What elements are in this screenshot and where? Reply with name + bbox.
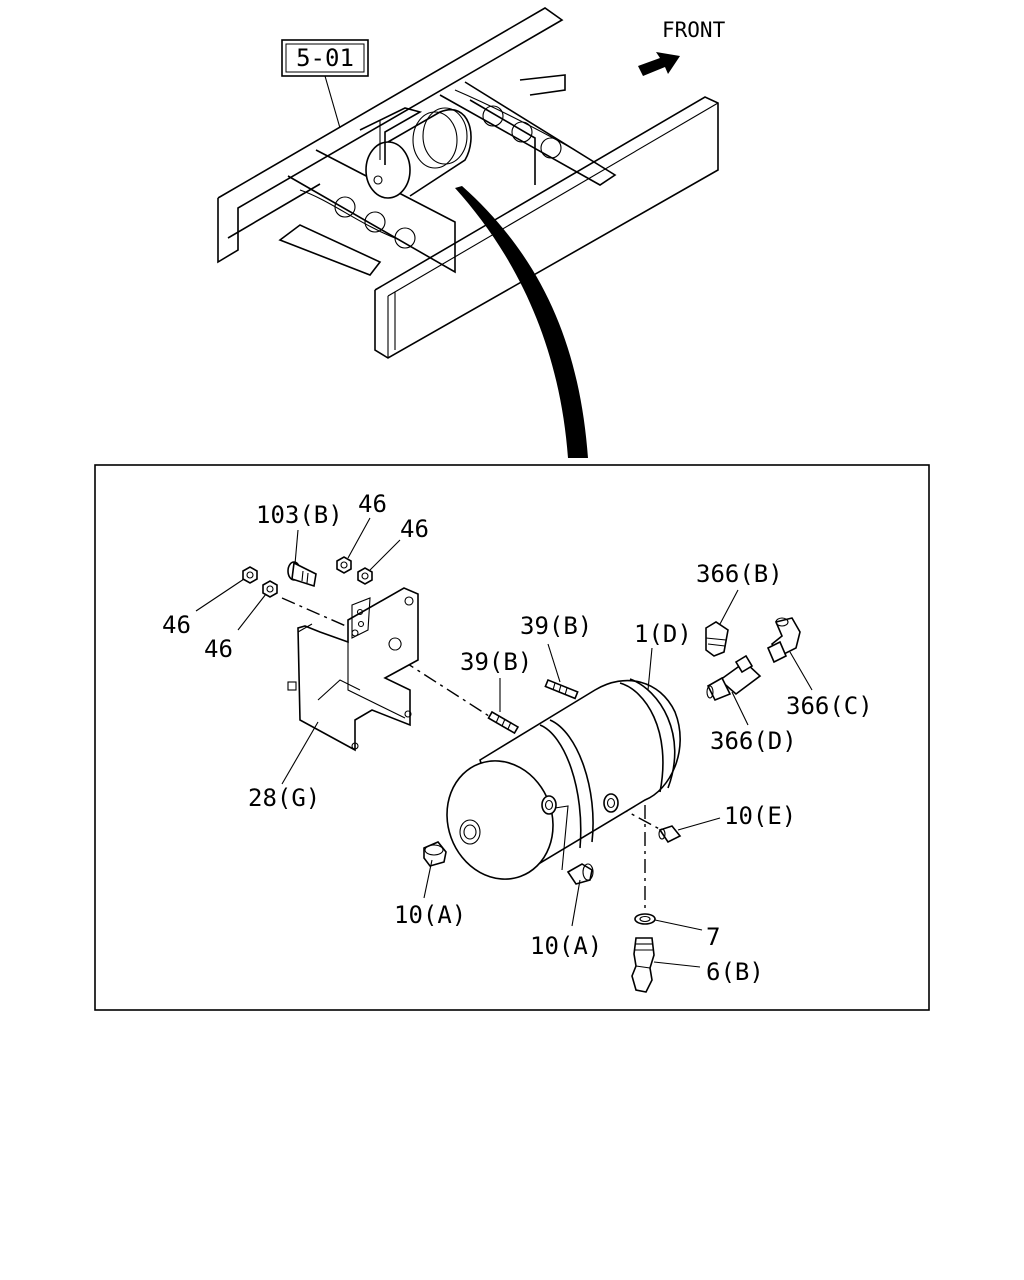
label-366b: 366(B) <box>696 560 783 588</box>
drain-cock-6b <box>631 937 655 993</box>
label-366c: 366(C) <box>786 692 873 720</box>
front-label: FRONT <box>662 18 726 42</box>
fitting-366c <box>766 617 801 664</box>
front-direction: FRONT <box>638 18 726 76</box>
label-7: 7 <box>706 923 720 951</box>
plug-10e <box>658 825 682 844</box>
fitting-366b <box>705 621 729 657</box>
nut-46 <box>242 566 258 584</box>
nut-46 <box>336 556 352 574</box>
label-10a: 10(A) <box>530 932 602 960</box>
label-39b: 39(B) <box>520 612 592 640</box>
bolt-103b <box>287 561 317 588</box>
reference-box-label: 5-01 <box>296 44 354 72</box>
label-46: 46 <box>204 635 233 663</box>
reference-box: 5-01 <box>281 39 369 129</box>
nut-46 <box>357 567 373 585</box>
air-tank-1d <box>446 678 681 880</box>
plug-10a <box>566 863 594 885</box>
label-10e: 10(E) <box>724 802 796 830</box>
air-tank-thumbnail <box>359 107 472 199</box>
label-1d: 1(D) <box>634 620 692 648</box>
washer-7 <box>634 913 656 925</box>
label-39b: 39(B) <box>460 648 532 676</box>
vehicle-frame-overview <box>217 7 719 458</box>
leader-lines <box>195 517 813 968</box>
label-366d: 366(D) <box>710 727 797 755</box>
nut-46 <box>262 580 278 598</box>
label-10a: 10(A) <box>394 901 466 929</box>
label-46: 46 <box>358 490 387 518</box>
label-103b: 103(B) <box>256 501 343 529</box>
stud-39b <box>544 678 579 700</box>
detail-frame <box>94 464 930 1011</box>
bracket-28g <box>287 587 419 752</box>
detail-pointer <box>455 186 588 458</box>
label-28g: 28(G) <box>248 784 320 812</box>
label-6b: 6(B) <box>706 958 764 986</box>
part-labels: 103(B) 46 46 46 46 28(G) 39(B) 39(B) 1(D… <box>162 490 873 986</box>
label-46: 46 <box>400 515 429 543</box>
fitting-366d <box>706 654 762 702</box>
label-46: 46 <box>162 611 191 639</box>
stud-39b <box>487 710 520 735</box>
fasteners <box>242 556 373 598</box>
arrow-icon <box>638 52 680 76</box>
plug-10a <box>423 841 447 867</box>
